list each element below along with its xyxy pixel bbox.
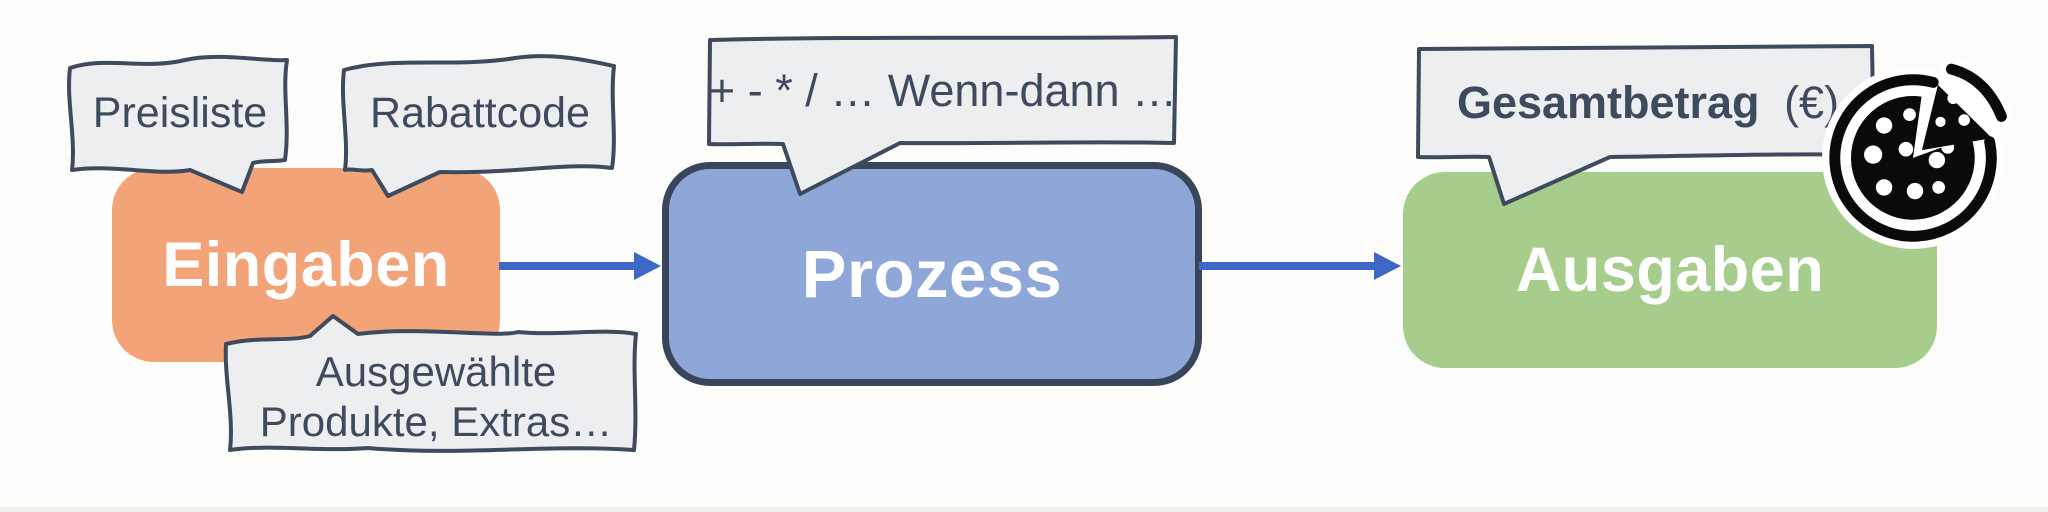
callout-ausgewaehlte-line2: Produkte, Extras… <box>260 398 612 445</box>
output-box-label: Ausgaben <box>1515 235 1825 305</box>
pizza-slice-toppings <box>1935 92 1970 127</box>
callout-bubble-shape <box>223 314 638 453</box>
slide-bottom-edge <box>0 507 2048 512</box>
callout-ausgewaehlte-line1: Ausgewählte <box>316 348 557 395</box>
callout-gesamtbetrag-text: Gesamtbetrag (€) <box>1457 77 1839 128</box>
process-box-label: Prozess <box>801 236 1063 312</box>
arrow-shaft <box>1199 262 1375 270</box>
input-box: Eingaben <box>112 168 500 362</box>
callout-bubble-shape <box>67 54 289 194</box>
callout-gesamtbetrag-regular: (€) <box>1784 77 1839 128</box>
input-box-label: Eingaben <box>162 230 450 300</box>
callout-rabattcode: Rabattcode <box>340 54 616 198</box>
callout-preisliste: Preisliste <box>67 54 289 194</box>
process-box: Prozess <box>662 162 1202 386</box>
pizza-slice <box>1921 84 1992 151</box>
arrow-shaft <box>499 262 635 270</box>
callout-prozess-ops-text: + - * / … Wenn-dann … <box>709 65 1177 116</box>
callout-prozess-operators: + - * / … Wenn-dann … <box>707 35 1178 196</box>
callout-gesamtbetrag: Gesamtbetrag (€) <box>1416 44 1876 206</box>
arrow-head-icon <box>1374 252 1401 280</box>
callout-bubble-shape <box>707 35 1178 196</box>
callout-rabattcode-text: Rabattcode <box>370 89 590 137</box>
pizza-slice-crust <box>1945 63 2007 122</box>
arrow-head-icon <box>634 252 661 280</box>
callout-gesamtbetrag-bold: Gesamtbetrag <box>1457 77 1760 128</box>
callout-ausgewaehlte-produkte: Ausgewählte Produkte, Extras… <box>223 314 638 453</box>
pizza-icon <box>1821 57 2014 249</box>
pizza-crust-ring <box>1829 74 1997 242</box>
callout-preisliste-text: Preisliste <box>93 89 267 137</box>
callout-bubble-shape <box>340 54 616 198</box>
